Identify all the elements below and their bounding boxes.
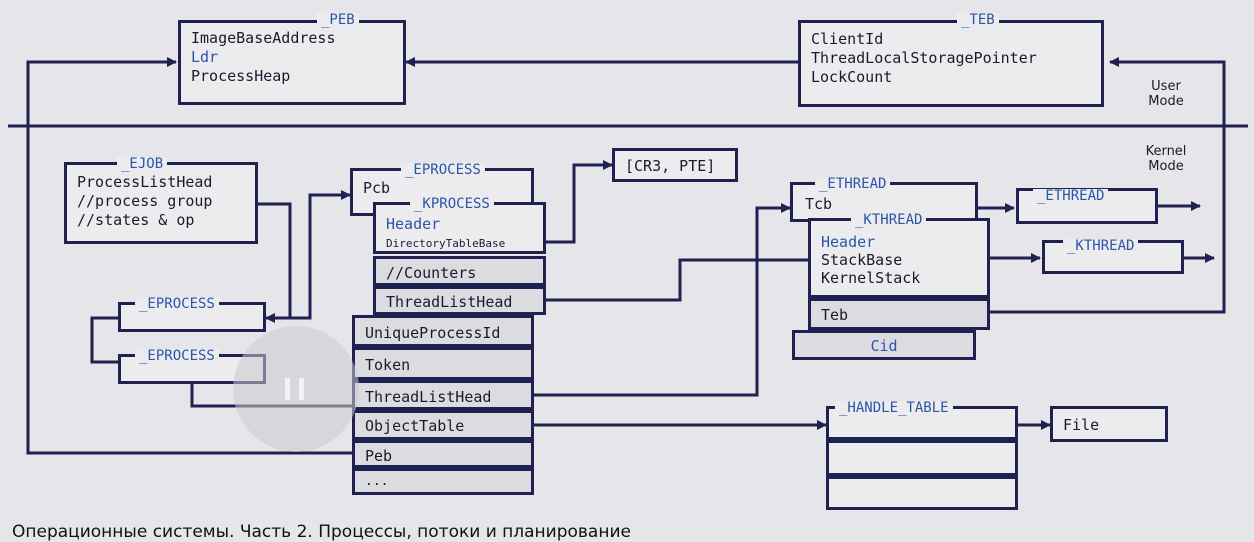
handle-table-entry: [826, 476, 1018, 510]
arrow-peb-to-peb-struct: [26, 57, 352, 455]
arrow-threadlist-eprocess: [533, 203, 791, 397]
teb-struct: _TEB ClientId ThreadLocalStoragePointer …: [798, 13, 1104, 107]
peb-field: Ldr: [191, 48, 219, 66]
ejob-field: ProcessListHead: [77, 173, 213, 191]
ethread-tcb: Tcb: [805, 195, 833, 213]
peb-field: ProcessHeap: [191, 67, 291, 85]
kthread-next: _KTHREAD: [1042, 239, 1184, 274]
eprocess-field: UniqueProcessId: [352, 315, 534, 347]
peb-title: _PEB: [317, 13, 359, 27]
user-mode-label: User Mode: [1148, 79, 1184, 109]
handle-table-entry: [826, 440, 1018, 476]
kprocess-header: Header: [386, 215, 441, 233]
pause-bar: [299, 378, 304, 400]
list-link-1: [90, 316, 118, 364]
kprocess-dtb: DirectoryTableBase: [386, 237, 506, 250]
peb-field: ImageBaseAddress: [191, 29, 336, 47]
kthread-teb: Teb: [808, 298, 990, 330]
lecture-caption: Операционные системы. Часть 2. Процессы,…: [12, 522, 631, 542]
eprocess-list-item: _EPROCESS: [118, 349, 266, 384]
pause-bar: [285, 378, 290, 400]
kthread-field: Header: [821, 233, 876, 251]
handle-table-struct: _HANDLE_TABLE: [826, 401, 1018, 440]
ejob-field: //process group: [77, 192, 213, 210]
kernel-mode-label: Kernel Mode: [1145, 144, 1187, 174]
eprocess-field: Peb: [352, 440, 534, 468]
eprocess-title: _EPROCESS: [401, 163, 485, 177]
kthread-title: _KTHREAD: [851, 213, 927, 227]
kprocess-threadlisthead: ThreadListHead: [373, 286, 546, 315]
eprocess-pcb: Pcb: [363, 179, 391, 197]
ejob-struct: _EJOB ProcessListHead //process group //…: [64, 157, 258, 244]
ethread-cid: Cid: [792, 330, 976, 360]
arrow-threadlist-kprocess: [545, 258, 808, 302]
ethread-next-title: _ETHREAD: [1033, 189, 1109, 203]
eprocess-field: ...: [352, 468, 534, 495]
arrow-list-to-eprocess: [290, 190, 351, 320]
kthread-field: StackBase: [821, 251, 903, 269]
ejob-field: //states & op: [77, 211, 195, 229]
teb-field: ThreadLocalStoragePointer: [811, 49, 1037, 67]
ejob-title: _EJOB: [117, 157, 168, 171]
ethread-next: _ETHREAD: [1016, 188, 1158, 224]
eprocess-list-title: _EPROCESS: [135, 349, 219, 363]
eprocess-field: Token: [352, 347, 534, 380]
handle-table-title: _HANDLE_TABLE: [835, 401, 953, 415]
teb-field: ClientId: [811, 30, 884, 48]
kthread-field: KernelStack: [821, 269, 921, 287]
pause-overlay-icon[interactable]: [233, 326, 359, 452]
cr3-box: [CR3, PTE]: [612, 148, 738, 182]
kthread-struct: _KTHREAD Header StackBase KernelStack: [808, 213, 990, 298]
arrow-ejob-to-list: [258, 202, 292, 323]
kprocess-struct: _KPROCESS Header DirectoryTableBase: [373, 197, 546, 254]
kprocess-title: _KPROCESS: [410, 197, 494, 211]
peb-struct: _PEB ImageBaseAddress Ldr ProcessHeap: [178, 13, 406, 105]
eprocess-field: ObjectTable: [352, 410, 534, 440]
arrow-dtb-to-cr3: [545, 160, 613, 244]
eprocess-list-title: _EPROCESS: [135, 297, 219, 311]
teb-field: LockCount: [811, 68, 893, 86]
arrow-teb-to-teb-struct: [990, 57, 1226, 314]
eprocess-field: ThreadListHead: [352, 380, 534, 410]
file-box: File: [1050, 406, 1168, 442]
ethread-title: _ETHREAD: [815, 177, 891, 191]
kthread-next-title: _KTHREAD: [1063, 239, 1139, 253]
kprocess-counters: //Counters: [373, 256, 546, 286]
teb-title: _TEB: [957, 13, 999, 27]
eprocess-list-item: _EPROCESS: [118, 297, 266, 332]
